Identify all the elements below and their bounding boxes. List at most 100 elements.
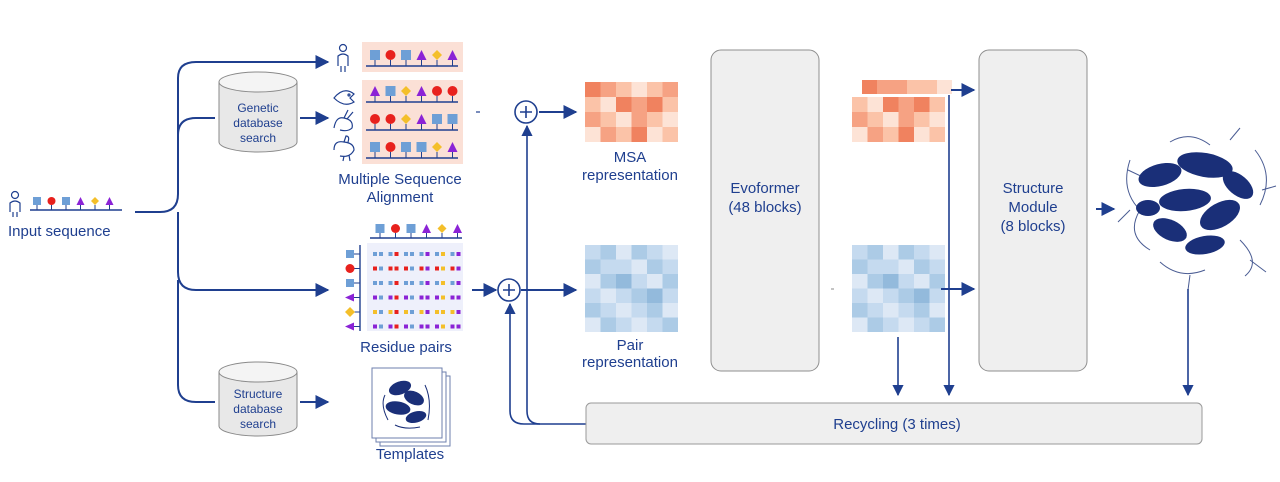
msa-repr-line-2: representation (582, 167, 678, 184)
heatmap-cell (662, 97, 678, 112)
pair-top-glyphs (370, 224, 462, 239)
triangle-glyph (422, 224, 431, 233)
structure-database-cylinder: Structure database search (218, 361, 298, 437)
heatmap-cell (852, 259, 868, 274)
heatmap-cell (883, 112, 899, 127)
pair-cell-glyph-a (373, 266, 377, 271)
heatmap-cell (883, 127, 899, 142)
heatmap-cell (867, 112, 883, 127)
genetic-db-line-3: search (240, 131, 276, 145)
msa-output-first-row (862, 80, 952, 94)
heatmap-cell (662, 127, 678, 142)
heatmap-cell (585, 274, 601, 289)
pair-cell-glyph-a (404, 266, 408, 271)
heatmap-cell (662, 112, 678, 127)
pair-cell-glyph-b (379, 310, 383, 314)
genetic-db-line-2: database (233, 116, 283, 130)
heatmap-cell (852, 245, 868, 260)
heatmap-cell (616, 274, 632, 289)
heatmap-cell (631, 303, 647, 318)
pair-cell-glyph-b (394, 281, 399, 285)
heatmap-cell (914, 127, 930, 142)
msa-plus-node (514, 100, 538, 124)
structure-db-line-3: search (240, 417, 276, 431)
pair-cell-glyph-a (450, 252, 455, 256)
heatmap-cell (883, 259, 899, 274)
pair-cell-glyph-b (379, 252, 383, 256)
pair-cell-glyph-a (450, 266, 455, 271)
heatmap-cell (867, 274, 883, 289)
heatmap-cell (616, 112, 632, 127)
heatmap-cell (914, 112, 930, 127)
heatmap-cell (662, 288, 678, 303)
triangle-glyph (345, 322, 354, 331)
genetic-database-cylinder: Genetic database search (218, 71, 298, 153)
square-glyph (401, 50, 411, 60)
structure-module-line-1: Structure (1003, 180, 1064, 197)
heatmap-cell (852, 317, 868, 332)
heatmap-cell (631, 112, 647, 127)
heatmap-cell (914, 245, 930, 260)
structure-module-line-3: (8 blocks) (1000, 218, 1065, 235)
heatmap-cell (914, 288, 930, 303)
heatmap-cell (852, 97, 868, 112)
diamond-glyph (345, 307, 355, 317)
heatmap-cell (616, 259, 632, 274)
heatmap-cell (585, 127, 601, 142)
heatmap-cell (616, 245, 632, 260)
square-glyph (406, 224, 416, 233)
circle-glyph (385, 50, 396, 60)
pair-cell-glyph-a (435, 324, 439, 329)
pair-cell-glyph-b (410, 324, 414, 329)
circle-glyph (447, 86, 458, 96)
heatmap-cell (600, 288, 616, 303)
template-protein-icon (382, 380, 430, 429)
pair-cell-glyph-b (441, 310, 445, 314)
pair-output-heatmap (852, 245, 945, 332)
heatmap-cell (600, 259, 616, 274)
heatmap-cell (937, 80, 952, 94)
heatmap-cell (600, 127, 616, 142)
heatmap-cell (898, 127, 914, 142)
heatmap-cell (898, 112, 914, 127)
heatmap-cell (922, 80, 937, 94)
pair-cell-glyph-a (404, 324, 408, 329)
evoformer-line-2: (48 blocks) (728, 199, 801, 216)
fish-icon (333, 90, 355, 105)
pair-cell-glyph-a (388, 310, 393, 314)
circle-glyph (47, 197, 56, 205)
circle-glyph (391, 224, 400, 233)
pair-grid (373, 252, 461, 329)
heatmap-cell (662, 317, 678, 332)
heatmap-cell (616, 127, 632, 142)
square-glyph (62, 197, 70, 205)
pair-cell-glyph-b (394, 310, 399, 314)
triangle-glyph (76, 197, 85, 205)
input-sequence-label: Input sequence (8, 223, 111, 240)
pair-cell-glyph-a (419, 252, 424, 256)
square-glyph (33, 197, 41, 205)
pair-cell-glyph-a (450, 281, 455, 285)
heatmap-cell (929, 127, 945, 142)
pair-cell-glyph-b (456, 324, 461, 329)
heatmap-cell (898, 274, 914, 289)
heatmap-cell (616, 303, 632, 318)
heatmap-cell (631, 245, 647, 260)
heatmap-cell (585, 288, 601, 303)
pair-cell-glyph-b (410, 281, 414, 285)
recycling-bar: Recycling (3 times) (585, 402, 1203, 445)
heatmap-cell (867, 127, 883, 142)
pair-cell-glyph-b (456, 295, 461, 300)
square-glyph (370, 50, 380, 60)
heatmap-cell (585, 97, 601, 112)
heatmap-cell (600, 112, 616, 127)
pair-cell-glyph-b (379, 281, 383, 285)
heatmap-cell (883, 274, 899, 289)
pair-cell-glyph-a (373, 295, 377, 300)
heatmap-cell (852, 112, 868, 127)
pair-cell-glyph-a (419, 266, 424, 271)
heatmap-cell (585, 303, 601, 318)
heatmap-cell (867, 245, 883, 260)
heatmap-cell (852, 127, 868, 142)
pair-cell-glyph-b (394, 266, 399, 271)
